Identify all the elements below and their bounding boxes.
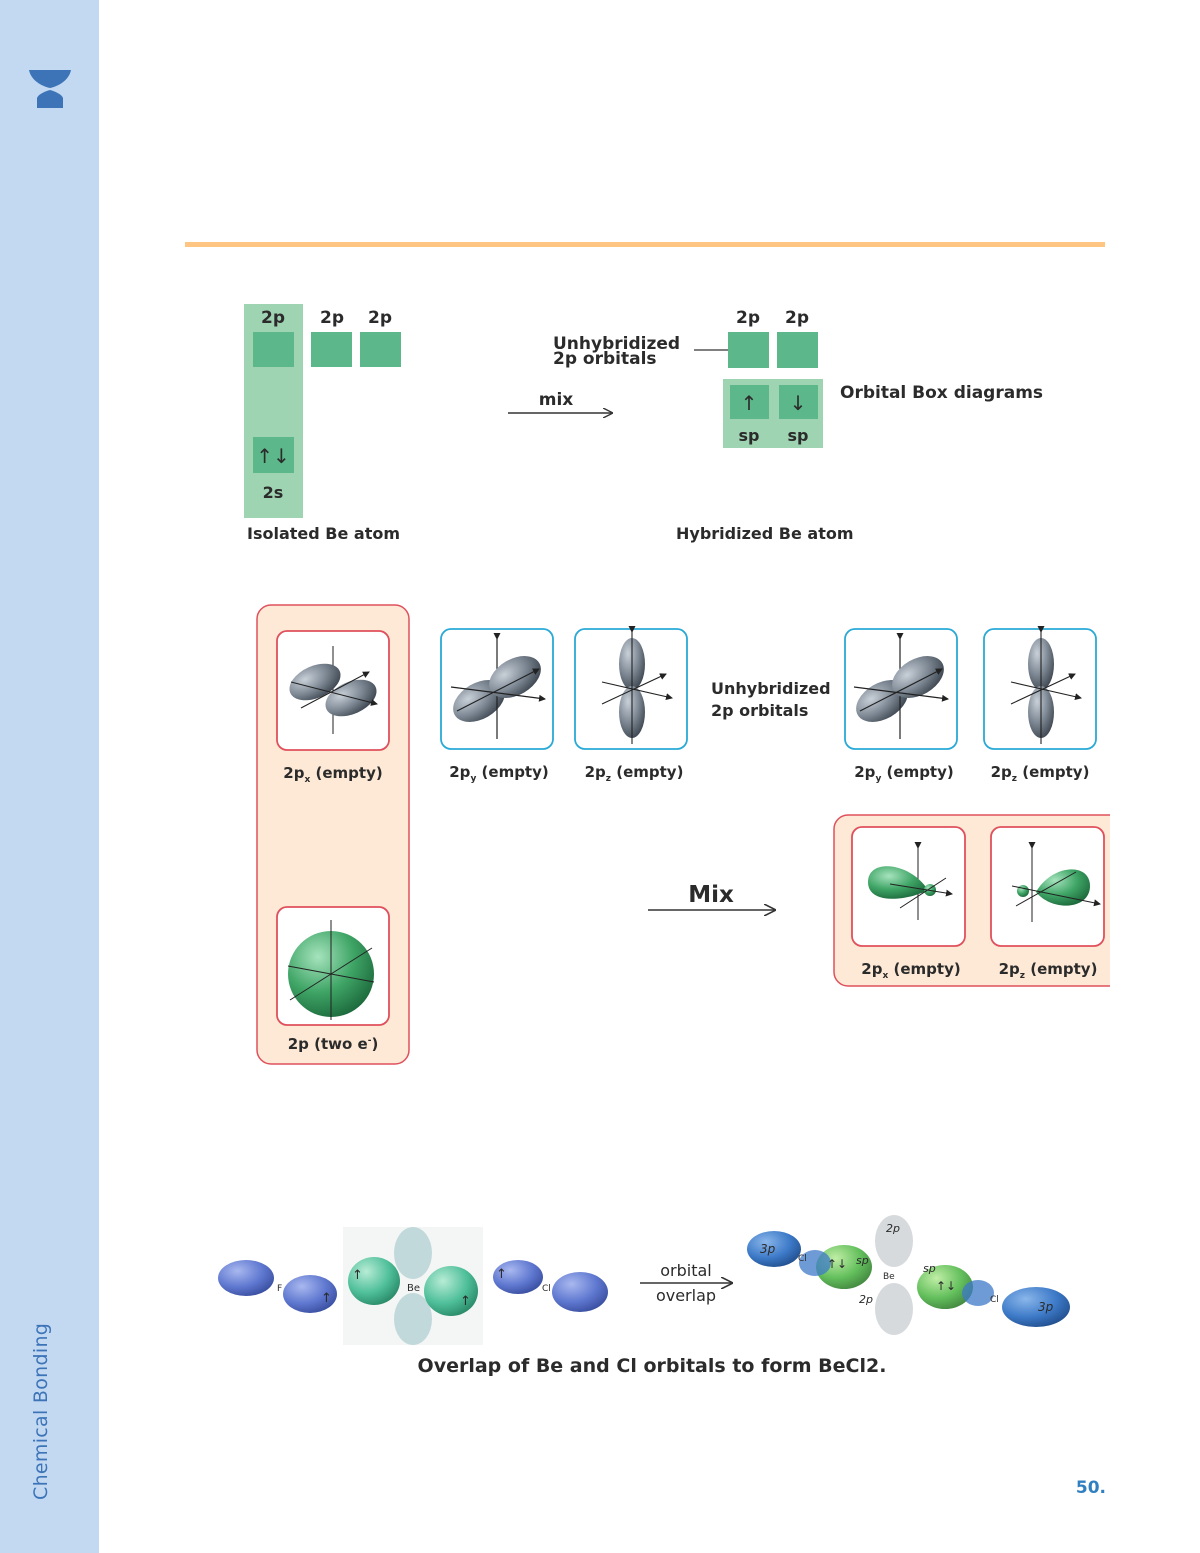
chapter-title-part1: Chemical	[30, 1403, 52, 1500]
f-atom-label: F	[277, 1284, 282, 1294]
product-3p-label-left: 3p	[760, 1242, 776, 1256]
hybrid-2p-label-2: 2p	[785, 308, 809, 328]
be-atom-label: Be	[407, 1283, 420, 1294]
hybrid-sp-electron-1: ↑	[741, 391, 758, 415]
isolated-2p-label-1: 2p	[261, 308, 285, 328]
product-sp-label-left: sp	[856, 1254, 869, 1267]
hybrid-orbital-caption-2: 2pz (empty)	[999, 960, 1098, 981]
cl-atom-orbital: Cl ↑	[493, 1260, 608, 1312]
orbital-box-diagrams-label: Orbital Box diagrams	[840, 383, 1043, 403]
mix-label: mix	[539, 390, 574, 410]
hybrid-sp-box-1	[730, 385, 769, 419]
isolated-2s-label: 2s	[263, 483, 284, 502]
becl2-molecule-orbitals: 3p Cl ↑↓ sp 2p Be sp 2p ↑↓ Cl 3p	[747, 1215, 1070, 1335]
hybrid-sp-electron-2: ↓	[790, 391, 807, 415]
py-orbital-caption-before: 2py (empty)	[449, 763, 548, 784]
be-electron-arrow-2: ↑	[460, 1294, 471, 1309]
be-atom-orbitals: Be ↑ ↑	[343, 1227, 483, 1345]
orbital-box-diagram: 2p 2p 2p ↑↓ 2s Isolated Be atom mix Unhy…	[244, 304, 1043, 543]
px-orbital-caption: 2px (empty)	[283, 764, 382, 785]
becl2-overlap-diagram: F ↑ Be ↑ ↑ Cl ↑ orbital overlap 3p Cl ↑↓…	[218, 1215, 1070, 1377]
hybrid-orbital-caption-1: 2px (empty)	[861, 960, 960, 981]
hybrid-sp-label-2: sp	[788, 426, 809, 445]
product-electron-pair-right: ↑↓	[936, 1279, 956, 1293]
hybrid-2p-label-1: 2p	[736, 308, 760, 328]
isolated-2p-box-3	[360, 332, 401, 367]
orbital-shapes-diagram: 2px (empty) 2p (two e-) 2py (empty) 2pz …	[256, 604, 1110, 1065]
s-orbital-caption: 2p (two e-)	[288, 1035, 379, 1053]
sidebar: Chemical Bonding	[0, 0, 99, 1553]
sp-hybrid-orbital-icon-2	[1011, 842, 1101, 922]
f-electron-arrow: ↑	[321, 1291, 332, 1306]
chapter-title-part2: Bonding	[30, 1322, 52, 1404]
product-electron-pair-left: ↑↓	[827, 1257, 847, 1271]
pz-orbital-caption-after: 2pz (empty)	[991, 763, 1090, 784]
overlap-caption: Overlap of Be and Cl orbitals to form Be…	[418, 1355, 887, 1377]
isolated-2p-label-3: 2p	[368, 308, 392, 328]
cl-atom-label: Cl	[542, 1284, 551, 1294]
product-sp-label-right: sp	[923, 1262, 936, 1275]
hybrid-sp-label-1: sp	[739, 426, 760, 445]
unhybridized-label-line2: 2p orbitals	[553, 349, 657, 369]
isolated-caption: Isolated Be atom	[247, 524, 400, 543]
isolated-2s-box	[253, 437, 294, 473]
sp-hybrid-orbital-icon-1	[868, 842, 953, 920]
f-atom-orbital: F ↑	[218, 1260, 337, 1313]
brand-logo-icon	[29, 70, 71, 108]
py-orbital-caption-after: 2py (empty)	[854, 763, 953, 784]
product-cl-label-right: Cl	[990, 1295, 999, 1305]
isolated-2p-box-1	[253, 332, 294, 367]
hybrid-2p-box-2	[777, 332, 818, 368]
s-orbital-sphere-icon	[287, 920, 375, 1020]
isolated-2p-box-2	[311, 332, 352, 367]
unhybridized-label-line1: Unhybridized	[553, 334, 680, 354]
product-be-label: Be	[883, 1272, 895, 1282]
unhybridized-orbitals-label-line1: Unhybridized	[711, 679, 831, 698]
be-electron-arrow-1: ↑	[352, 1268, 363, 1283]
product-2p-label-bottom: 2p	[859, 1293, 873, 1306]
unhybridized-orbitals-label-line2: 2p orbitals	[711, 701, 808, 720]
isolated-2p-label-2: 2p	[320, 308, 344, 328]
product-cl-label-left: Cl	[798, 1254, 807, 1264]
hybridized-caption: Hybridized Be atom	[676, 524, 854, 543]
orbital-overlap-label-line1: orbital	[660, 1261, 712, 1280]
hybrid-sp-box-2	[779, 385, 818, 419]
mix-arrow-label: Mix	[688, 882, 734, 908]
product-2p-label-top: 2p	[886, 1222, 900, 1235]
isolated-2s-electron-pair: ↑↓	[256, 444, 290, 468]
orbital-overlap-label-line2: overlap	[656, 1286, 716, 1305]
header-rule	[185, 242, 1105, 247]
chapter-title-vertical: Chemical Bonding	[30, 1323, 52, 1500]
product-3p-label-right: 3p	[1038, 1300, 1054, 1314]
cl-electron-arrow: ↑	[496, 1267, 507, 1282]
hybrid-2p-box-1	[728, 332, 769, 368]
pz-orbital-caption-before: 2pz (empty)	[585, 763, 684, 784]
page-number: 50.	[1075, 1478, 1106, 1498]
